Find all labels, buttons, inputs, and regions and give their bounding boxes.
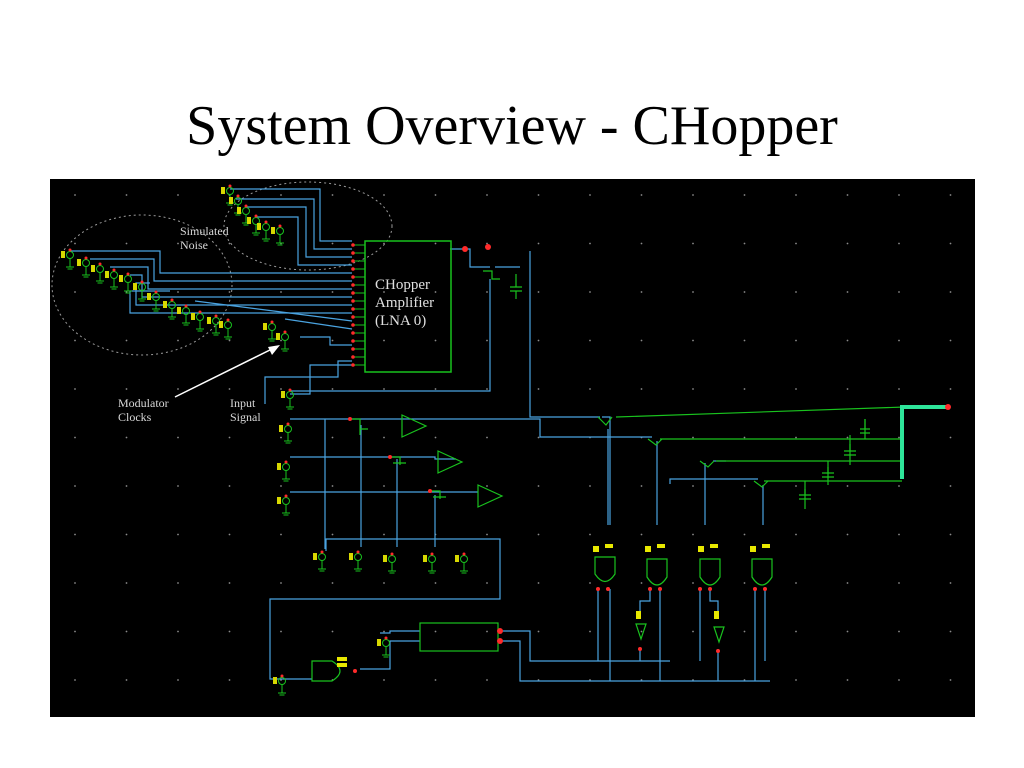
- source-symbol: [77, 256, 90, 278]
- source-symbol: [271, 224, 284, 246]
- modulator-clocks-line-2: Clocks: [118, 410, 152, 424]
- source-symbol: [423, 552, 436, 574]
- signal-sources: [61, 184, 468, 696]
- source-symbol: [277, 460, 290, 482]
- source-symbol: [273, 674, 286, 696]
- source-symbol: [281, 388, 294, 410]
- green-wires: [615, 406, 906, 509]
- source-symbol: [219, 318, 232, 340]
- switches: [352, 270, 769, 499]
- simulated-noise-line-1: Simulated: [180, 224, 229, 238]
- source-symbol: [279, 422, 292, 444]
- capacitors: [510, 274, 870, 500]
- amplifier-line-3: (LNA 0): [375, 313, 427, 329]
- source-symbol: [61, 248, 74, 270]
- op-amps: [401, 414, 504, 508]
- source-symbol: [237, 204, 250, 226]
- input-signal-label: Input Signal: [230, 396, 261, 424]
- source-symbol: [349, 550, 362, 572]
- amplifier-label: CHopper Amplifier (LNA 0): [375, 276, 434, 330]
- source-symbol: [207, 314, 220, 336]
- slide-title: System Overview - CHopper: [186, 95, 838, 157]
- modulator-clocks-label: Modulator Clocks: [118, 396, 169, 424]
- input-signal-line-2: Signal: [230, 410, 261, 424]
- amplifier-line-2: Amplifier: [375, 295, 435, 311]
- source-symbol: [247, 214, 260, 236]
- source-symbol: [377, 636, 390, 658]
- source-symbol: [191, 310, 204, 332]
- output-terminal: [945, 404, 951, 410]
- source-symbol: [455, 552, 468, 574]
- clock-region-outline: [51, 214, 233, 356]
- modulator-arrow-head: [268, 345, 280, 355]
- source-symbol: [257, 220, 270, 242]
- source-symbol: [277, 494, 290, 516]
- source-symbol: [133, 280, 146, 302]
- amplifier-line-1: CHopper: [375, 277, 430, 293]
- pin-dots: [348, 244, 767, 673]
- source-symbol: [91, 262, 104, 284]
- source-symbol: [383, 552, 396, 574]
- component-tags: [337, 544, 770, 667]
- chopper-amplifier-block: [364, 240, 452, 373]
- simulated-noise-label: Simulated Noise: [180, 224, 229, 252]
- input-signal-line-1: Input: [230, 396, 256, 410]
- source-symbol: [163, 298, 176, 320]
- logic-gates: [311, 556, 773, 682]
- source-symbol: [105, 268, 118, 290]
- modulator-arrow: [174, 346, 277, 398]
- source-symbol: [276, 330, 289, 352]
- simulated-noise-line-2: Noise: [180, 238, 208, 252]
- output-bus: [900, 405, 946, 479]
- wires: [70, 188, 770, 682]
- noise-region-outline: [223, 181, 393, 271]
- inverters: [635, 623, 725, 644]
- grid-dots: [74, 194, 952, 681]
- source-symbol: [147, 290, 160, 312]
- source-symbol: [119, 272, 132, 294]
- schematic-canvas: [50, 179, 975, 717]
- source-symbol: [263, 320, 276, 342]
- modulator-clocks-line-1: Modulator: [118, 396, 169, 410]
- amp-input-pins: [351, 243, 365, 367]
- source-symbol: [177, 304, 190, 326]
- source-symbol: [313, 550, 326, 572]
